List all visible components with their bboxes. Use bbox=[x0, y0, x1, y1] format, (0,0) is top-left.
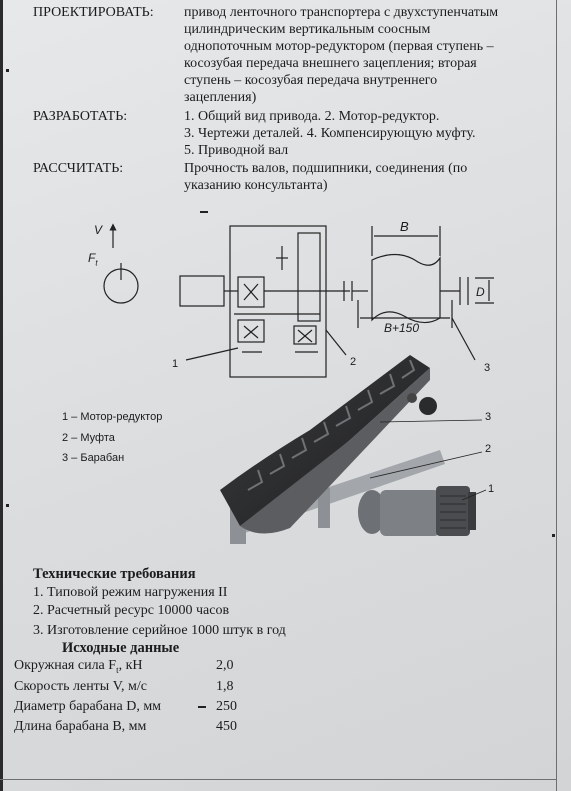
label-develop: РАЗРАБОТАТЬ: bbox=[33, 109, 128, 124]
develop-line-2: 3. Чертежи деталей. 4. Компенсирующую му… bbox=[184, 126, 476, 141]
motor-body bbox=[179, 275, 225, 307]
design-line-5: ступень – косозубая передача внутреннего bbox=[184, 73, 438, 88]
drum-length-plus-label: B+150 bbox=[384, 321, 420, 335]
design-line-2: цилиндрическим вертикальным соосным bbox=[184, 22, 431, 37]
scan-speck bbox=[200, 211, 208, 213]
photo-callout-2: 2 bbox=[485, 443, 492, 455]
photo-callout-1: 1 bbox=[488, 483, 495, 495]
legend-item-motor-reducer: 1 – Мотор-редуктор bbox=[62, 411, 163, 423]
tech-requirement-1: 1. Типовой режим нагружения II bbox=[33, 585, 228, 600]
source-row-force-value: 2,0 bbox=[216, 658, 234, 673]
drum-length-label: B bbox=[400, 219, 409, 234]
source-row-speed-value: 1,8 bbox=[216, 679, 234, 694]
design-line-1: привод ленточного транспортера с двухсту… bbox=[184, 5, 499, 20]
scan-speck bbox=[6, 504, 9, 507]
design-line-3: однопоточным мотор-редуктором (первая ст… bbox=[184, 39, 494, 54]
tech-requirements-heading: Технические требования bbox=[33, 566, 196, 582]
source-row-length-label: Длина барабана B, мм bbox=[14, 719, 147, 734]
frame-right-line bbox=[556, 0, 557, 791]
design-line-6: зацепления) bbox=[184, 90, 257, 105]
scan-speck bbox=[198, 706, 206, 708]
label-calculate: РАССЧИТАТЬ: bbox=[33, 161, 124, 176]
calculate-line-2: указанию консультанта) bbox=[184, 178, 328, 193]
drum-section-circle bbox=[103, 268, 139, 304]
tech-requirement-3: 3. Изготовление серийное 1000 штук в год bbox=[33, 623, 286, 638]
drum-outline bbox=[371, 253, 441, 324]
scan-speck bbox=[552, 534, 555, 537]
drum-diameter-label: D bbox=[476, 285, 485, 299]
drive-kinematic-diagram bbox=[103, 223, 494, 378]
scan-speck bbox=[6, 69, 9, 72]
frame-left-line bbox=[0, 0, 3, 791]
legend-item-coupling: 2 – Муфта bbox=[62, 432, 115, 444]
diagram-callout-1: 1 bbox=[172, 358, 179, 370]
develop-line-1: 1. Общий вид привода. 2. Мотор-редуктор. bbox=[184, 109, 440, 124]
reducer-housing bbox=[229, 225, 327, 378]
source-row-force-label: Окружная сила Ft, кН bbox=[14, 658, 143, 675]
diagram-callout-2: 2 bbox=[350, 356, 357, 368]
calculate-line-1: Прочность валов, подшипники, соединения … bbox=[184, 161, 468, 176]
photo-callout-3: 3 bbox=[485, 411, 492, 423]
label-design: ПРОЕКТИРОВАТЬ: bbox=[33, 5, 154, 20]
source-row-speed-label: Скорость ленты V, м/с bbox=[14, 679, 147, 694]
source-row-diameter-value: 250 bbox=[216, 699, 237, 714]
source-row-diameter-label: Диаметр барабана D, мм bbox=[14, 699, 162, 714]
conveyor-photo bbox=[220, 355, 487, 544]
frame-bottom-line bbox=[0, 779, 557, 780]
velocity-label: V bbox=[94, 223, 103, 237]
legend-item-drum: 3 – Барабан bbox=[62, 452, 125, 464]
force-label: Ft bbox=[88, 251, 98, 268]
design-line-4: косозубая передача внешнего зацепления; … bbox=[184, 56, 477, 71]
source-row-length-value: 450 bbox=[216, 719, 237, 734]
diagram-callout-3: 3 bbox=[484, 362, 491, 374]
source-data-heading: Исходные данные bbox=[62, 640, 180, 656]
tech-requirement-2: 2. Расчетный ресурс 10000 часов bbox=[33, 603, 230, 618]
develop-line-3: 5. Приводной вал bbox=[184, 143, 289, 158]
